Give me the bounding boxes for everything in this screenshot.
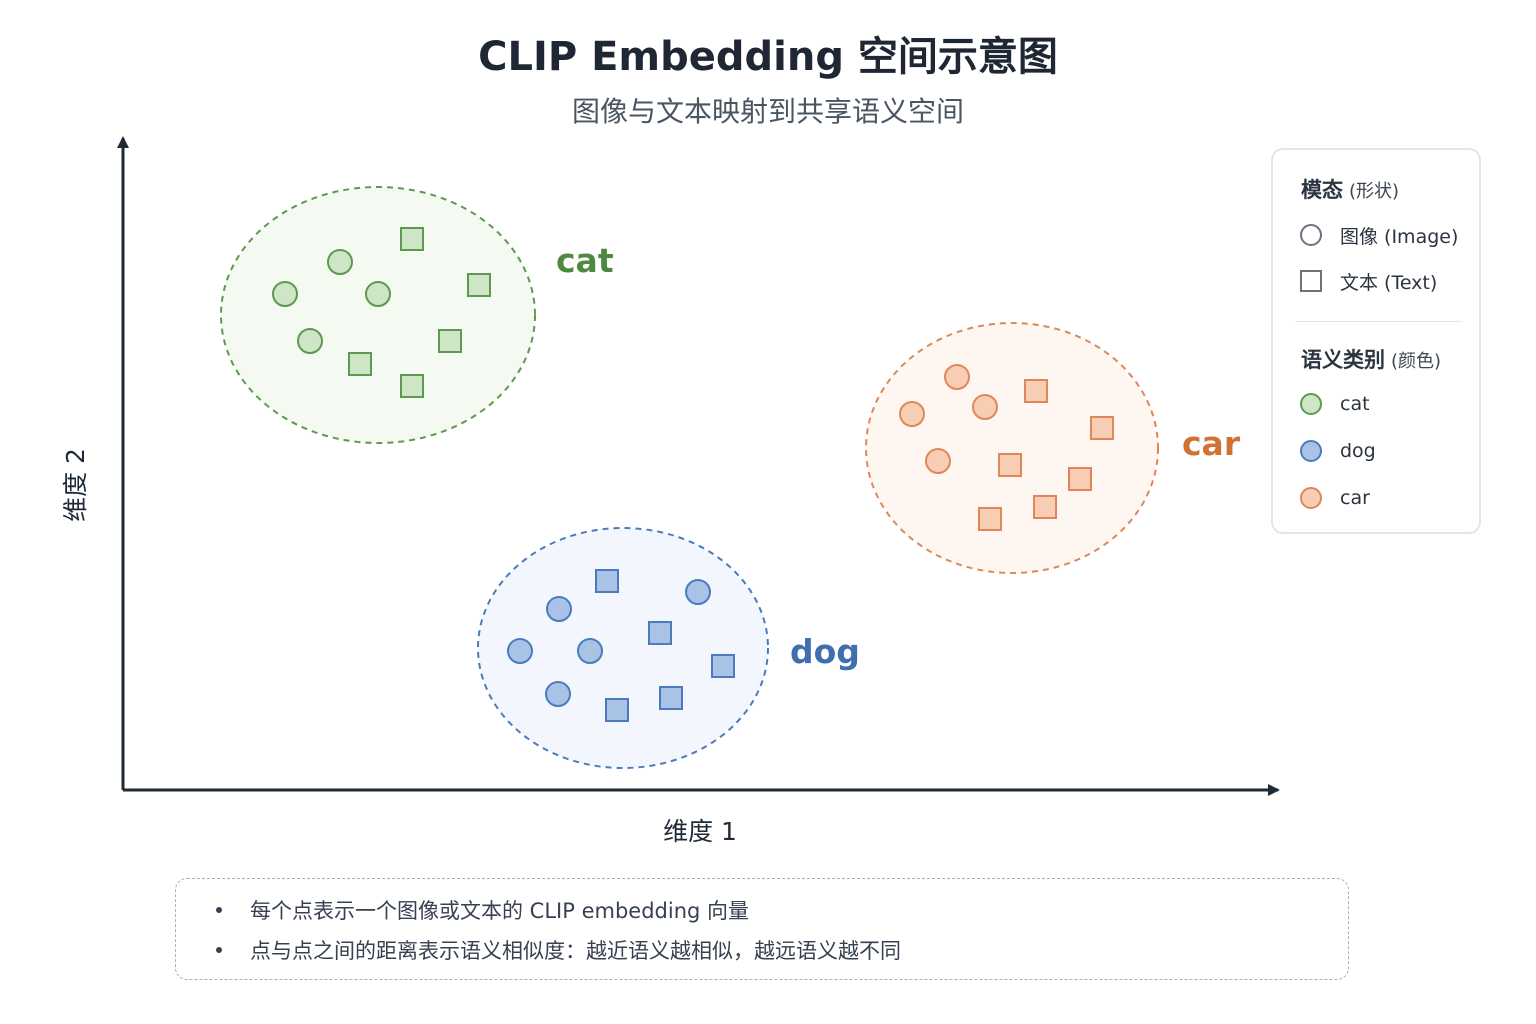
embedding-points: [272, 227, 1114, 722]
y-axis-label: 维度 2: [61, 448, 90, 522]
legend-item-cat: cat: [1300, 390, 1370, 418]
legend-category-heading: 语义类别 (颜色): [1301, 344, 1441, 374]
dog-text-point: [711, 654, 735, 678]
cat-text-point: [348, 352, 372, 376]
legend-modality-heading: 模态 (形状): [1301, 174, 1399, 204]
cat-image-point: [272, 281, 298, 307]
notes-box: 每个点表示一个图像或文本的 CLIP embedding 向量 点与点之间的距离…: [175, 878, 1349, 980]
dog-image-point: [545, 681, 571, 707]
note-item: 每个点表示一个图像或文本的 CLIP embedding 向量: [216, 895, 749, 925]
dog-text-point: [659, 686, 683, 710]
car-image-point: [899, 401, 925, 427]
cat-image-point: [297, 328, 323, 354]
legend-modality-sub: (形状): [1349, 181, 1400, 202]
car-text-point: [1068, 467, 1092, 491]
x-axis-label: 维度 1: [663, 817, 737, 846]
cat-cluster-label: cat: [556, 241, 614, 280]
cat-text-point: [467, 273, 491, 297]
dog-image-point: [546, 596, 572, 622]
dog-text-point: [605, 698, 629, 722]
legend-item-dog: dog: [1300, 437, 1376, 465]
bullet-icon: [216, 907, 222, 913]
legend-category-sub: (颜色): [1391, 351, 1442, 372]
cat-text-point: [400, 227, 424, 251]
car-text-point: [1033, 495, 1057, 519]
legend-item-image: 图像 (Image): [1300, 221, 1458, 249]
dog-text-point: [648, 621, 672, 645]
legend-image-label: 图像 (Image): [1340, 225, 1459, 248]
car-image-point: [972, 394, 998, 420]
legend-car-label: car: [1340, 487, 1370, 509]
legend-text-label: 文本 (Text): [1340, 271, 1438, 294]
circle-shape-icon: [1300, 224, 1322, 246]
legend-item-car: car: [1300, 484, 1370, 512]
car-text-point: [1090, 416, 1114, 440]
car-image-point: [944, 364, 970, 390]
note-text: 每个点表示一个图像或文本的 CLIP embedding 向量: [250, 899, 750, 923]
note-text: 点与点之间的距离表示语义相似度：越近语义越相似，越远语义越不同: [250, 939, 901, 963]
dog-image-point: [685, 579, 711, 605]
car-color-icon: [1300, 487, 1322, 509]
legend-modality-title: 模态: [1301, 178, 1343, 202]
car-image-point: [925, 448, 951, 474]
cat-text-point: [438, 329, 462, 353]
legend-item-text: 文本 (Text): [1300, 267, 1437, 295]
cat-image-point: [365, 281, 391, 307]
dog-text-point: [595, 569, 619, 593]
car-text-point: [978, 507, 1002, 531]
car-text-point: [998, 453, 1022, 477]
legend: 模态 (形状) 图像 (Image) 文本 (Text) 语义类别 (颜色) cat…: [1271, 148, 1481, 534]
cluster-regions: [220, 186, 1159, 769]
dog-image-point: [577, 638, 603, 664]
dog-color-icon: [1300, 440, 1322, 462]
cluster-labels: cat dog car: [556, 241, 1241, 671]
legend-category-title: 语义类别: [1301, 348, 1385, 372]
car-text-point: [1024, 379, 1048, 403]
bullet-icon: [216, 947, 222, 953]
note-item: 点与点之间的距离表示语义相似度：越近语义越相似，越远语义越不同: [216, 935, 901, 965]
legend-cat-label: cat: [1340, 393, 1370, 415]
car-cluster-label: car: [1182, 424, 1241, 463]
dog-image-point: [507, 638, 533, 664]
cat-cluster-region: [220, 186, 536, 444]
square-shape-icon: [1300, 270, 1322, 292]
legend-dog-label: dog: [1340, 440, 1376, 462]
car-cluster-region: [865, 322, 1159, 574]
cat-text-point: [400, 374, 424, 398]
legend-divider: [1295, 321, 1461, 322]
cat-color-icon: [1300, 393, 1322, 415]
cat-image-point: [327, 249, 353, 275]
dog-cluster-label: dog: [790, 632, 860, 671]
page-subtitle: 图像与文本映射到共享语义空间: [571, 95, 964, 128]
page-title: CLIP Embedding 空间示意图: [478, 34, 1058, 80]
